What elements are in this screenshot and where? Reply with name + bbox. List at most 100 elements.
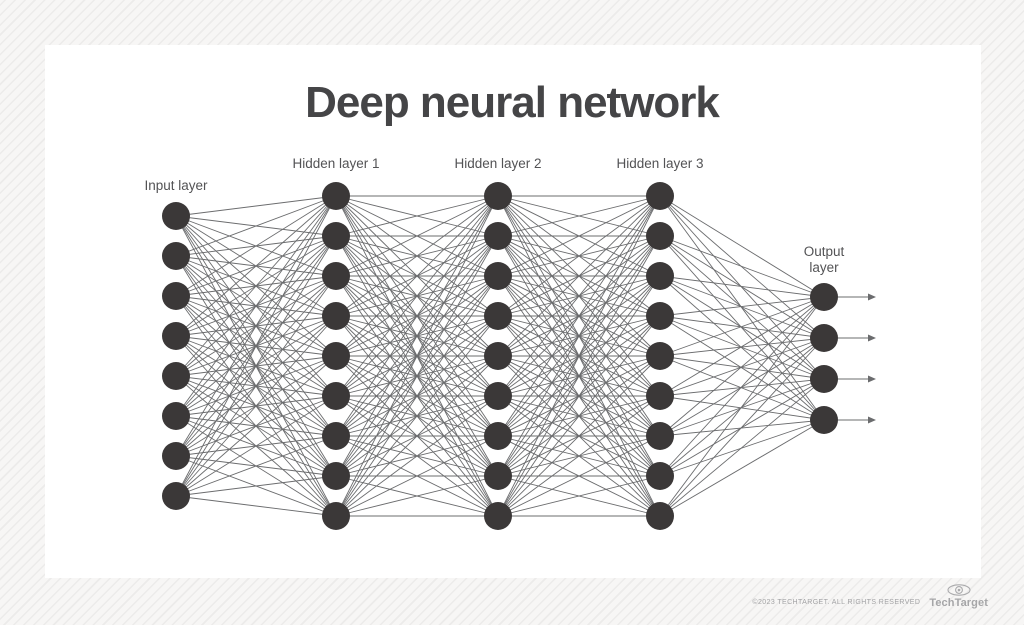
layer-input: Input layer bbox=[144, 178, 208, 510]
connection-line bbox=[335, 195, 499, 517]
neuron-node bbox=[162, 442, 190, 470]
neuron-node bbox=[646, 422, 674, 450]
connection-line bbox=[175, 275, 337, 497]
neuron-node bbox=[484, 182, 512, 210]
neuron-node bbox=[484, 222, 512, 250]
connection-line bbox=[175, 195, 337, 457]
connection-line bbox=[659, 195, 825, 298]
layer-hidden1: Hidden layer 1 bbox=[292, 156, 380, 530]
neuron-node bbox=[162, 362, 190, 390]
neuron-node bbox=[322, 262, 350, 290]
connection-line bbox=[335, 195, 499, 237]
neuron-node bbox=[810, 406, 838, 434]
connection-line bbox=[175, 495, 337, 517]
connection-line bbox=[175, 195, 337, 377]
connection-line bbox=[659, 275, 825, 298]
output-arrow bbox=[838, 293, 876, 301]
connection-line bbox=[659, 296, 825, 317]
connection-line bbox=[175, 195, 337, 217]
connection-line bbox=[659, 275, 825, 380]
output-arrow bbox=[838, 334, 876, 342]
connections bbox=[175, 195, 825, 517]
neuron-node bbox=[484, 462, 512, 490]
neuron-node bbox=[322, 222, 350, 250]
diagram-title: Deep neural network bbox=[305, 78, 720, 127]
layer-label: Hidden layer 3 bbox=[616, 156, 703, 171]
neuron-node bbox=[322, 422, 350, 450]
layer-label: Hidden layer 1 bbox=[292, 156, 379, 171]
connection-line bbox=[659, 235, 825, 380]
connection-line bbox=[659, 275, 825, 339]
neuron-node bbox=[810, 283, 838, 311]
connection-line bbox=[497, 475, 661, 517]
connection-line bbox=[497, 235, 661, 517]
neuron-node bbox=[322, 382, 350, 410]
footer: ©2023 TECHTARGET. ALL RIGHTS RESERVED Te… bbox=[752, 584, 988, 609]
connection-line bbox=[659, 395, 825, 421]
neuron-node bbox=[484, 422, 512, 450]
neuron-node bbox=[162, 282, 190, 310]
connection-line bbox=[175, 395, 337, 497]
connection-line bbox=[335, 275, 499, 517]
connection-line bbox=[659, 235, 825, 298]
neuron-node bbox=[646, 182, 674, 210]
connection-line bbox=[659, 315, 825, 380]
layer-hidden2: Hidden layer 2 bbox=[454, 156, 542, 530]
connection-line bbox=[659, 275, 825, 421]
connection-line bbox=[335, 355, 499, 517]
connection-line bbox=[335, 395, 499, 517]
connection-line bbox=[497, 195, 661, 277]
neuron-node bbox=[646, 302, 674, 330]
techtarget-logo: TechTarget bbox=[929, 584, 988, 609]
connection-line bbox=[659, 296, 825, 477]
connection-line bbox=[335, 195, 499, 477]
output-arrow bbox=[838, 416, 876, 424]
neuron-node bbox=[322, 502, 350, 530]
neuron-node bbox=[484, 502, 512, 530]
neuron-node bbox=[484, 342, 512, 370]
connection-line bbox=[497, 195, 661, 397]
connection-line bbox=[497, 435, 661, 517]
connection-line bbox=[335, 475, 499, 517]
connection-line bbox=[175, 355, 337, 497]
neuron-node bbox=[646, 502, 674, 530]
techtarget-eye-icon bbox=[947, 584, 971, 596]
connection-line bbox=[335, 195, 499, 397]
connection-line bbox=[497, 195, 661, 317]
layer-label: Hidden layer 2 bbox=[454, 156, 541, 171]
connection-line bbox=[497, 195, 661, 477]
connection-line bbox=[335, 195, 499, 357]
connection-line bbox=[497, 195, 661, 237]
copyright-text: ©2023 TECHTARGET. ALL RIGHTS RESERVED bbox=[752, 599, 921, 606]
connection-line bbox=[175, 235, 337, 497]
layer-label: layer bbox=[809, 260, 839, 275]
connection-line bbox=[497, 275, 661, 517]
connection-line bbox=[497, 315, 661, 517]
layer-hidden3: Hidden layer 3 bbox=[616, 156, 704, 530]
connection-line bbox=[497, 195, 661, 517]
connection-line bbox=[659, 419, 825, 517]
neuron-node bbox=[322, 342, 350, 370]
connection-line bbox=[659, 235, 825, 339]
connection-line bbox=[175, 195, 337, 337]
neuron-node bbox=[646, 222, 674, 250]
neuron-node bbox=[646, 342, 674, 370]
output-arrow bbox=[838, 375, 876, 383]
neuron-node bbox=[646, 382, 674, 410]
connection-line bbox=[175, 195, 337, 257]
connection-line bbox=[497, 395, 661, 517]
connection-line bbox=[659, 315, 825, 339]
neuron-node bbox=[484, 262, 512, 290]
layer-label: Input layer bbox=[144, 178, 208, 193]
neuron-node bbox=[484, 302, 512, 330]
connection-line bbox=[497, 195, 661, 437]
connection-line bbox=[175, 195, 337, 297]
connection-line bbox=[335, 195, 499, 277]
connection-line bbox=[335, 435, 499, 517]
neuron-node bbox=[484, 382, 512, 410]
connection-line bbox=[497, 355, 661, 517]
neuron-node bbox=[162, 402, 190, 430]
